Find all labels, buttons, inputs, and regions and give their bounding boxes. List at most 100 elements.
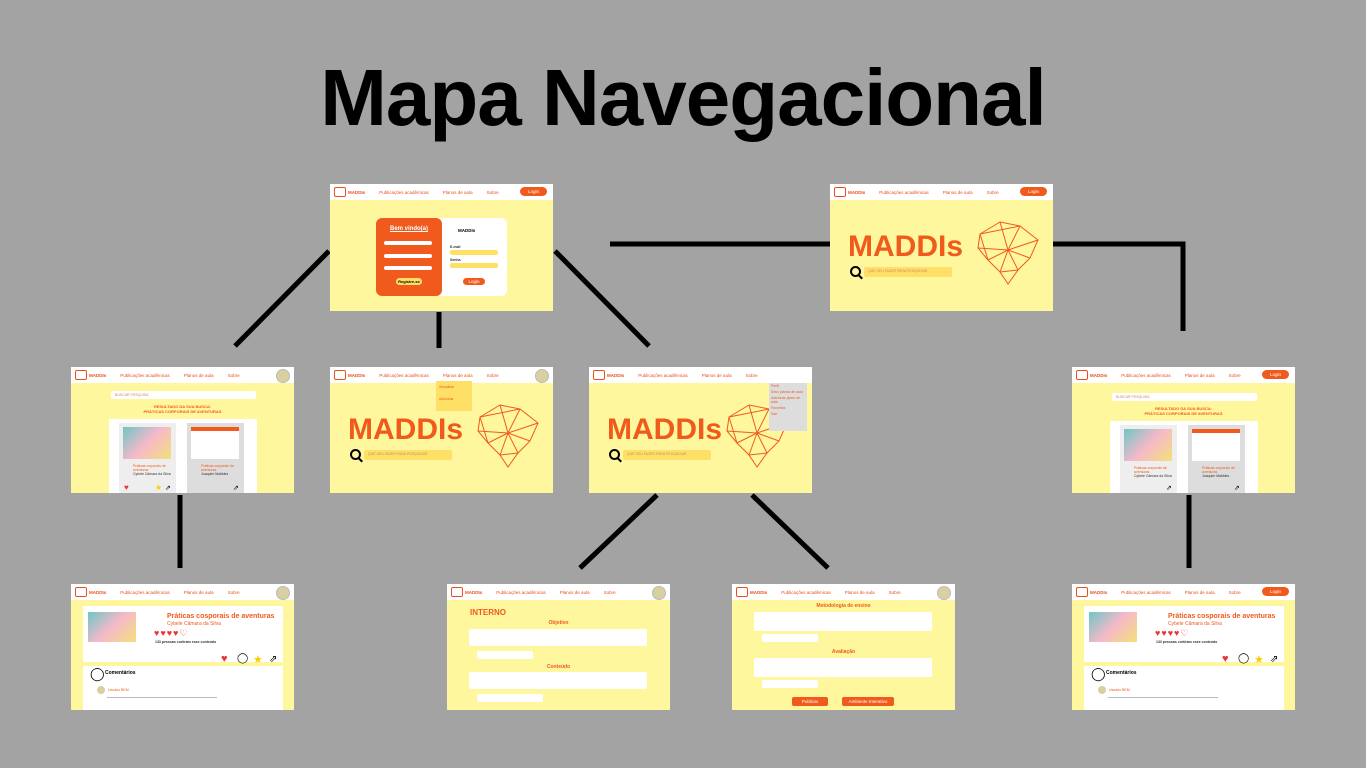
- comment-icon[interactable]: ◯: [237, 653, 249, 664]
- share-icon[interactable]: ⇗: [165, 485, 171, 492]
- logo[interactable]: MADDIs: [75, 370, 106, 380]
- nav-sobre[interactable]: Sobre: [1228, 372, 1241, 378]
- rating-hearts[interactable]: ♥♥♥♥♡: [1155, 628, 1190, 638]
- share-icon[interactable]: ⇗: [269, 654, 278, 665]
- logo[interactable]: MADDIs: [334, 187, 365, 197]
- register-field-2[interactable]: [384, 254, 432, 258]
- comment-icon[interactable]: ◯: [1238, 653, 1250, 664]
- nav-publicacoes[interactable]: Publicações acadêmicas: [496, 589, 546, 595]
- search-icon[interactable]: [609, 449, 620, 460]
- result-card-1[interactable]: Práticas corporais de aventuras Cybele C…: [119, 423, 176, 493]
- avatar[interactable]: [276, 586, 290, 600]
- star-icon[interactable]: ★: [253, 654, 263, 666]
- login-button[interactable]: Login: [1261, 370, 1289, 379]
- login-button[interactable]: Login: [1019, 187, 1047, 196]
- logo[interactable]: MADDIs: [834, 187, 865, 197]
- register-field-3[interactable]: [384, 266, 432, 270]
- avatar[interactable]: [652, 586, 666, 600]
- nav-planos[interactable]: Planos de aula: [559, 589, 590, 595]
- interactive-env-button[interactable]: Ambiente Interativo: [842, 697, 894, 706]
- share-icon[interactable]: ⇗: [1234, 485, 1240, 492]
- avatar[interactable]: [276, 369, 290, 383]
- evaluation-field[interactable]: [754, 658, 932, 677]
- search-input[interactable]: QUE SEU FAZER PARA PESQUISAR: [623, 450, 711, 460]
- menu-item-adicionar[interactable]: Adicionar: [439, 397, 454, 401]
- nav-planos[interactable]: Planos de aula: [1184, 372, 1215, 378]
- nav-publicacoes[interactable]: Publicações acadêmicas: [638, 372, 688, 378]
- nav-publicacoes[interactable]: Publicações acadêmicas: [379, 189, 429, 195]
- logo[interactable]: MADDIs: [593, 370, 624, 380]
- nav-publicacoes[interactable]: Publicações acadêmicas: [379, 372, 429, 378]
- menu-item-adicionar-plano[interactable]: Adicionar plano de aula: [771, 396, 800, 404]
- nav-sobre[interactable]: Sobre: [486, 372, 499, 378]
- nav-planos[interactable]: Planos de aula: [942, 189, 973, 195]
- menu-item-perfil[interactable]: Perfil: [771, 384, 779, 388]
- login-submit-button[interactable]: Login: [463, 278, 485, 285]
- search-input[interactable]: QUE SEU FAZER PARA PESQUISAR: [864, 267, 952, 277]
- content-add-field[interactable]: [477, 694, 543, 702]
- login-button[interactable]: Login: [1261, 587, 1289, 596]
- nav-planos[interactable]: Planos de aula: [442, 372, 473, 378]
- content-field[interactable]: [469, 672, 647, 689]
- evaluation-add-field[interactable]: [762, 680, 818, 688]
- objective-field[interactable]: [469, 629, 647, 646]
- star-icon[interactable]: ★: [155, 483, 163, 492]
- nav-sobre[interactable]: Sobre: [227, 372, 240, 378]
- nav-publicacoes[interactable]: Publicações acadêmicas: [120, 372, 170, 378]
- password-field[interactable]: [450, 263, 498, 268]
- heart-icon[interactable]: ♥: [1222, 653, 1229, 665]
- login-button[interactable]: Login: [519, 187, 547, 196]
- share-icon[interactable]: ⇗: [1270, 654, 1279, 665]
- logo[interactable]: MADDIs: [451, 587, 482, 597]
- nav-sobre[interactable]: Sobre: [745, 372, 758, 378]
- result-card-1[interactable]: Práticas corporais de aventuras Cybele C…: [1120, 425, 1177, 493]
- nav-planos[interactable]: Planos de aula: [442, 189, 473, 195]
- heart-icon[interactable]: ♥: [221, 653, 228, 665]
- nav-sobre[interactable]: Sobre: [986, 189, 999, 195]
- email-field[interactable]: [450, 250, 498, 255]
- heart-icon[interactable]: ♥: [124, 483, 129, 492]
- result-card-2[interactable]: Práticas corporais de aventuras Joaquim …: [187, 423, 244, 493]
- search-input[interactable]: QUE SEU FAZER PARA PESQUISAR: [364, 450, 452, 460]
- method-field[interactable]: [754, 612, 932, 631]
- publish-button[interactable]: Publicar: [792, 697, 828, 706]
- nav-publicacoes[interactable]: Publicações acadêmicas: [120, 589, 170, 595]
- logo[interactable]: MADDIs: [334, 370, 365, 380]
- nav-sobre[interactable]: Sobre: [603, 589, 616, 595]
- menu-item-visualizar[interactable]: Visualizar: [439, 385, 455, 389]
- menu-item-favoritos[interactable]: Favoritos: [771, 406, 786, 410]
- logo[interactable]: MADDIs: [736, 587, 767, 597]
- menu-item-sair[interactable]: Sair: [771, 412, 778, 416]
- nav-planos[interactable]: Planos de aula: [183, 372, 214, 378]
- nav-publicacoes[interactable]: Publicações acadêmicas: [1121, 589, 1171, 595]
- menu-item-seus-planos[interactable]: Seus planos de aula: [771, 390, 803, 394]
- nav-publicacoes[interactable]: Publicações acadêmicas: [781, 589, 831, 595]
- nav-planos[interactable]: Planos de aula: [183, 589, 214, 595]
- rating-hearts[interactable]: ♥♥♥♥♡: [154, 628, 189, 638]
- share-icon[interactable]: ⇗: [233, 485, 239, 492]
- search-input[interactable]: BUSCAR PESQUISA: [1112, 393, 1257, 401]
- nav-planos[interactable]: Planos de aula: [1184, 589, 1215, 595]
- nav-publicacoes[interactable]: Publicações acadêmicas: [879, 189, 929, 195]
- star-icon[interactable]: ★: [1254, 654, 1264, 666]
- nav-sobre[interactable]: Sobre: [486, 189, 499, 195]
- avatar[interactable]: [937, 586, 951, 600]
- search-input[interactable]: BUSCAR PESQUISA: [111, 391, 256, 399]
- search-icon[interactable]: [850, 266, 861, 277]
- logo[interactable]: MADDIs: [1076, 587, 1107, 597]
- logo[interactable]: MADDIs: [75, 587, 106, 597]
- result-card-2[interactable]: Práticas corporais de aventuras Joaquim …: [1188, 425, 1245, 493]
- objective-add-field[interactable]: [477, 651, 533, 659]
- nav-sobre[interactable]: Sobre: [888, 589, 901, 595]
- nav-sobre[interactable]: Sobre: [1228, 589, 1241, 595]
- register-button[interactable]: Registre-se: [396, 278, 422, 285]
- logo[interactable]: MADDIs: [1076, 370, 1107, 380]
- nav-planos[interactable]: Planos de aula: [701, 372, 732, 378]
- nav-sobre[interactable]: Sobre: [227, 589, 240, 595]
- search-icon[interactable]: [350, 449, 361, 460]
- register-field-1[interactable]: [384, 241, 432, 245]
- nav-publicacoes[interactable]: Publicações acadêmicas: [1121, 372, 1171, 378]
- avatar[interactable]: [535, 369, 549, 383]
- nav-planos[interactable]: Planos de aula: [844, 589, 875, 595]
- share-icon[interactable]: ⇗: [1166, 485, 1172, 492]
